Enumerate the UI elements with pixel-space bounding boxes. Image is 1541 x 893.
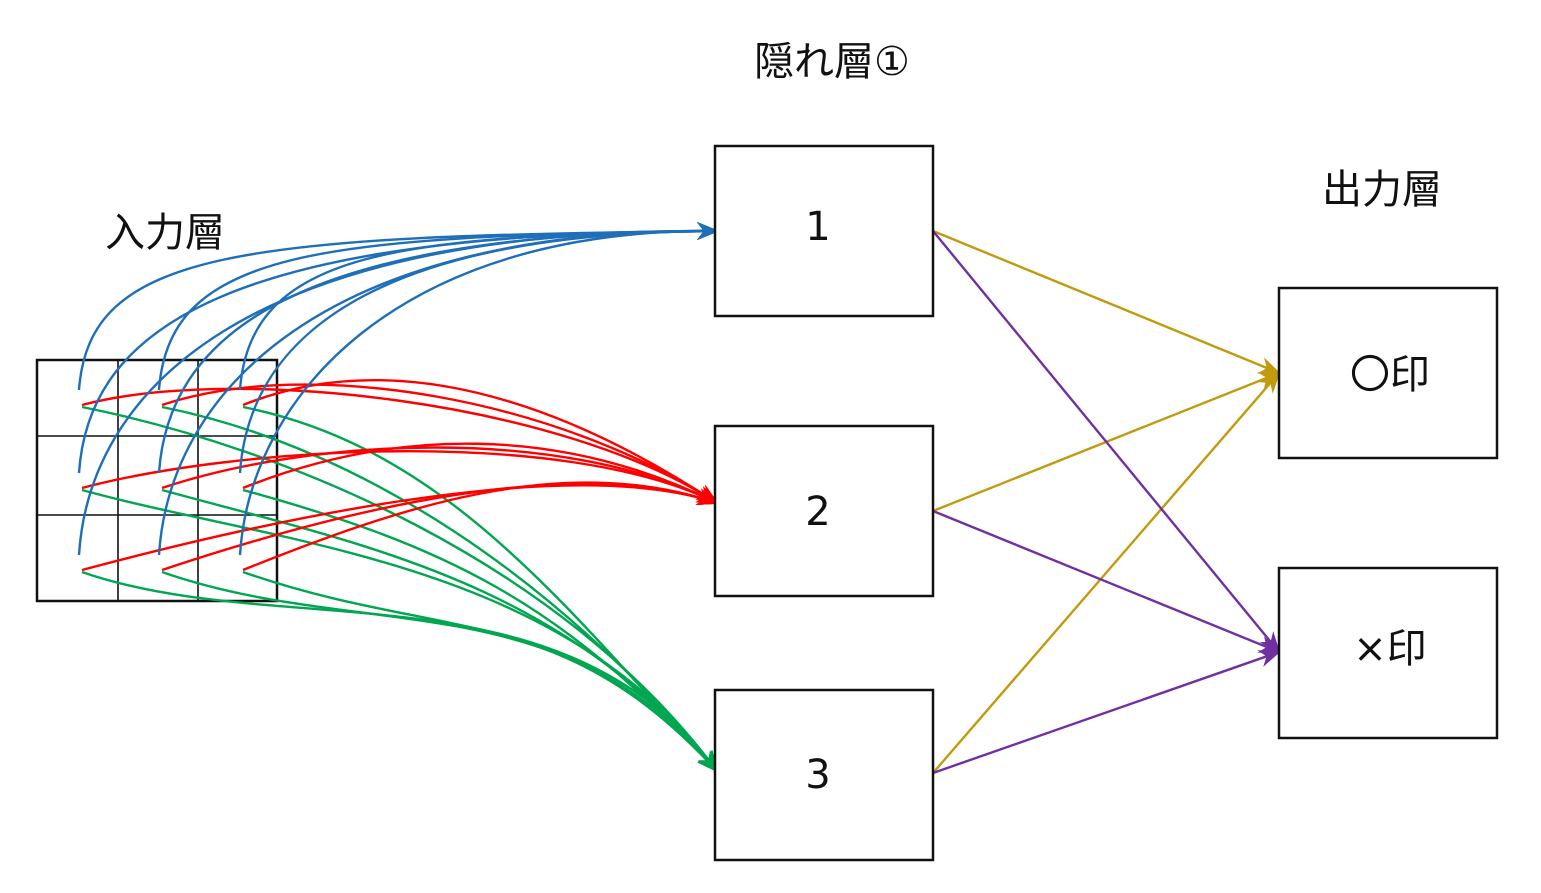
hidden-node-3: 3 — [713, 688, 935, 862]
edge-to-hidden-2 — [81, 387, 719, 505]
hidden-node-label: 1 — [805, 204, 830, 250]
edge-to-output-cross — [932, 230, 1281, 654]
hidden-node-box — [713, 688, 935, 862]
hidden-layer-title: 隠れ層① — [754, 39, 910, 85]
edge-to-hidden-2 — [81, 450, 719, 505]
output-node-box — [1277, 286, 1499, 460]
hidden-node-label: 3 — [805, 752, 830, 798]
edge-to-hidden-2 — [242, 379, 719, 505]
edge-to-hidden-3 — [81, 488, 719, 773]
output-node-circle: 〇印 — [1277, 286, 1499, 460]
edge-to-output-cross — [932, 650, 1282, 775]
output-node-label: 〇印 — [1350, 352, 1430, 398]
edges-to-hidden-1 — [77, 222, 720, 556]
input-layer-title: 入力層 — [105, 210, 225, 256]
hidden-node-label: 2 — [805, 489, 830, 535]
edge-to-hidden-2 — [161, 446, 719, 505]
output-layer-title: 出力層 — [1322, 167, 1442, 213]
edge-to-hidden-2 — [161, 383, 719, 505]
edge-to-hidden-2 — [242, 481, 720, 572]
input-grid — [35, 358, 279, 603]
edge-to-output-circle — [932, 229, 1282, 375]
hidden-node-1: 1 — [713, 144, 935, 318]
edge-to-hidden-3 — [242, 570, 719, 773]
output-node-label: ×印 — [1353, 626, 1427, 672]
output-node-box — [1277, 566, 1499, 740]
edges-to-hidden-2 — [81, 379, 720, 572]
edge-to-output-cross — [932, 509, 1282, 654]
hidden-node-2: 2 — [713, 424, 935, 598]
edge-to-hidden-2 — [242, 442, 719, 505]
edges-to-output — [932, 229, 1282, 775]
input-grid-frame — [35, 358, 279, 603]
output-node-cross: ×印 — [1277, 566, 1499, 740]
hidden-node-box — [713, 144, 935, 318]
hidden-node-box — [713, 424, 935, 598]
edge-to-hidden-1 — [157, 222, 720, 556]
edge-to-hidden-3 — [161, 570, 719, 773]
edge-to-output-circle — [932, 371, 1281, 774]
edge-to-hidden-1 — [77, 222, 720, 556]
edge-to-hidden-1 — [77, 222, 720, 474]
edge-to-hidden-1 — [238, 222, 720, 556]
